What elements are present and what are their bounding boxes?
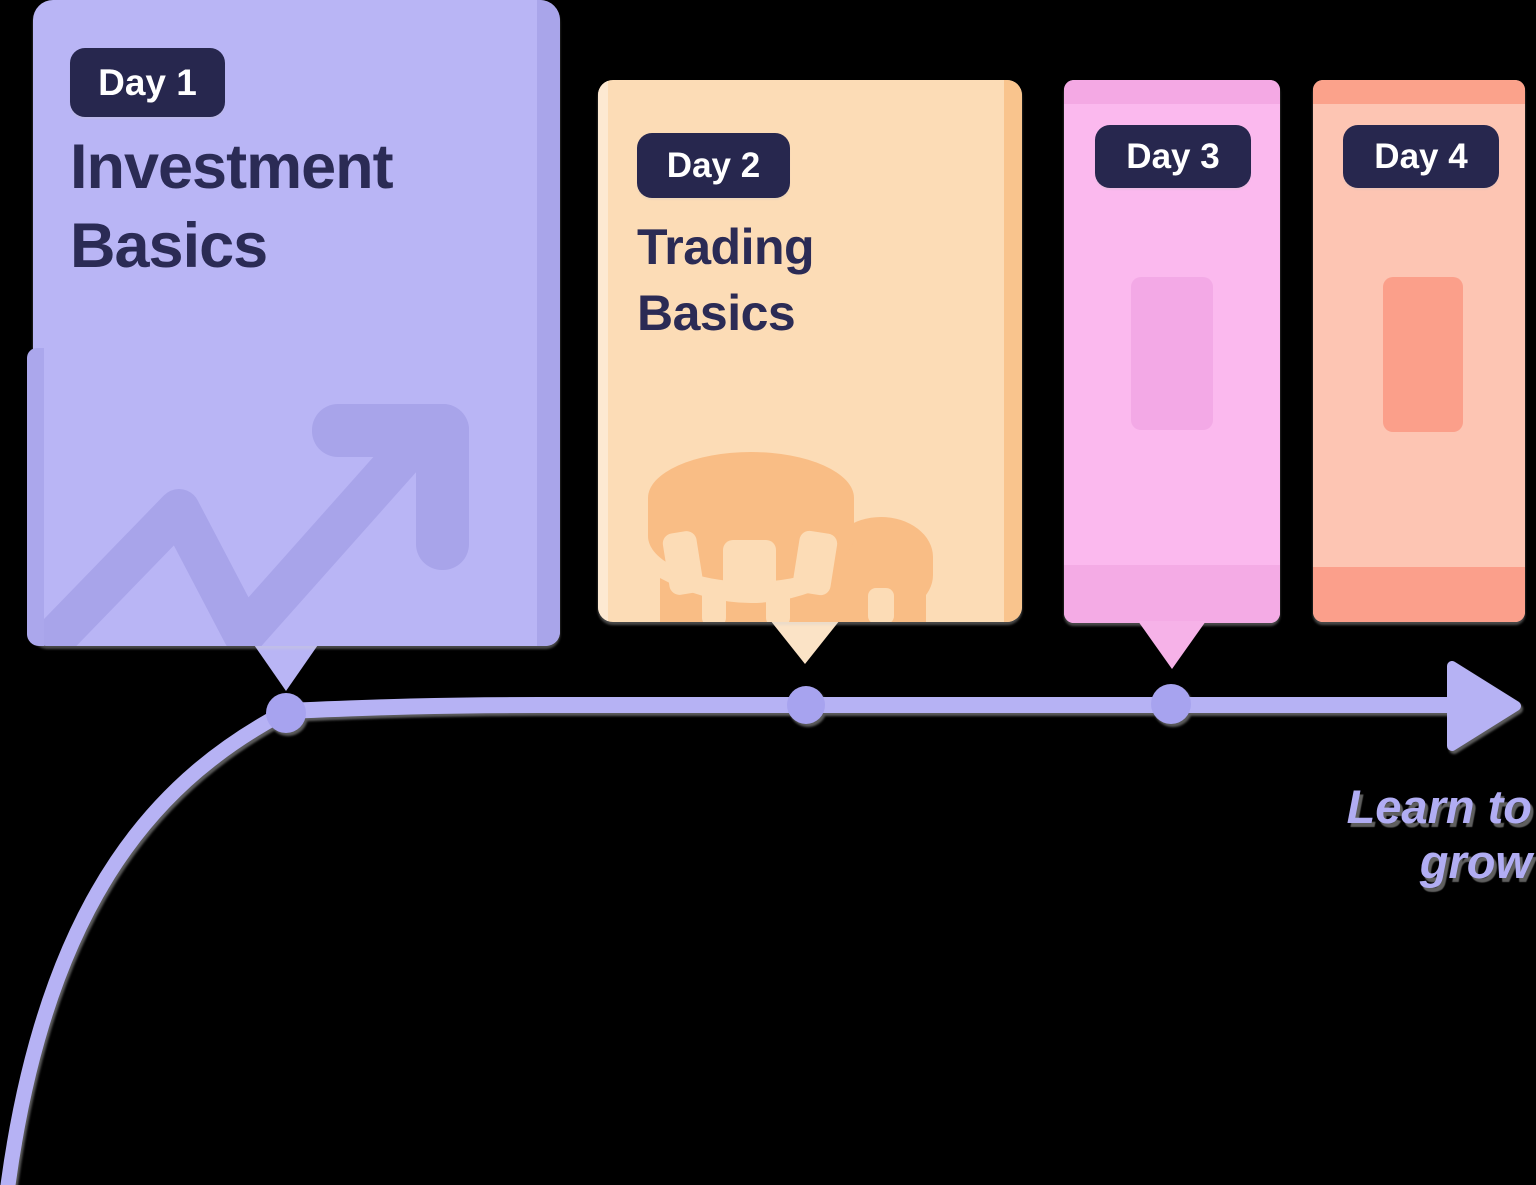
placeholder-rectangle	[1383, 277, 1463, 432]
card-page-edge-left	[27, 348, 44, 646]
trend-up-arrow-icon	[33, 404, 469, 646]
day-badge: Day 2	[637, 133, 790, 198]
card-day-4: Day 4	[1313, 80, 1525, 622]
day-badge-label: Day 2	[666, 145, 761, 185]
card-day-2: Day 2 Trading Basics	[598, 80, 1022, 622]
timeline-dot-day-3	[1151, 684, 1191, 724]
timeline-dot-day-2	[787, 686, 825, 724]
arrowhead-icon	[1447, 661, 1521, 751]
card-page-edge	[1004, 80, 1022, 622]
day-badge: Day 1	[70, 48, 225, 117]
timeline-dot-day-1	[266, 693, 306, 733]
coins-icon	[648, 452, 933, 622]
day-badge: Day 4	[1343, 125, 1499, 188]
card-title: Investment Basics	[70, 132, 394, 281]
growth-curve	[0, 703, 295, 1185]
card-bottom-strip	[1064, 565, 1280, 623]
card-page-edge-left	[598, 80, 608, 622]
day-badge-label: Day 3	[1126, 136, 1220, 176]
timeline-line	[279, 697, 1458, 719]
card-top-strip	[1313, 80, 1525, 104]
card-page-edge	[537, 0, 560, 646]
card-day-1: Day 1 Investment Basics	[33, 0, 560, 646]
card-top-strip	[1064, 80, 1280, 104]
card-day-3: Day 3	[1064, 80, 1280, 623]
card-bottom-strip	[1313, 567, 1525, 622]
day-badge: Day 3	[1095, 125, 1251, 188]
placeholder-rectangle	[1131, 277, 1213, 430]
day-badge-label: Day 4	[1374, 136, 1468, 176]
card-title: Trading Basics	[637, 219, 815, 341]
day-badge-label: Day 1	[98, 61, 197, 103]
timeline-caption: Learn to grow	[1346, 780, 1532, 888]
